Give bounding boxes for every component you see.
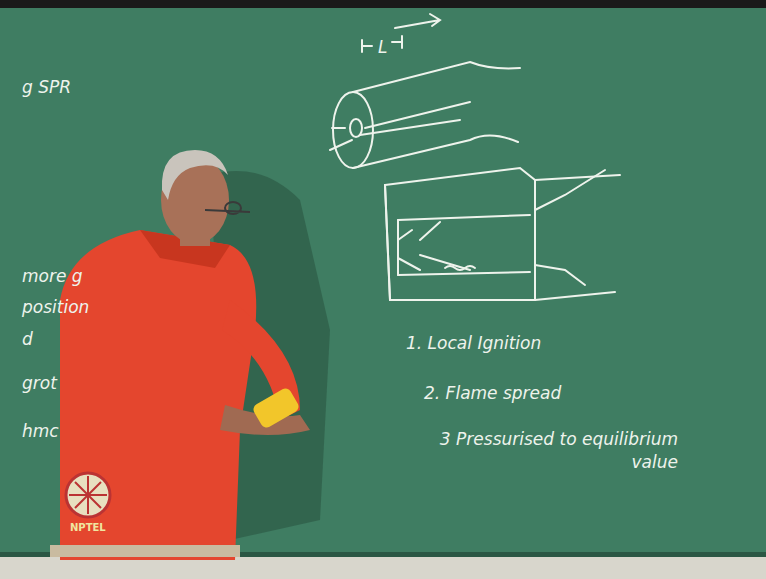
step-text: 2. Flame spread bbox=[424, 382, 561, 405]
motor-sketch bbox=[330, 14, 620, 300]
board-note: hmc bbox=[22, 420, 59, 443]
step-text: 3 Pressurised to equilibrium value bbox=[428, 428, 678, 474]
dimension-label: L bbox=[378, 36, 387, 59]
board-note: d bbox=[22, 328, 33, 351]
board-note: more g bbox=[22, 265, 83, 288]
watermark: NPTEL bbox=[70, 522, 106, 533]
board-note: g SPR bbox=[22, 76, 71, 99]
lecturer bbox=[50, 150, 310, 560]
board-note: grot bbox=[22, 372, 57, 395]
step-text: 1. Local Ignition bbox=[406, 332, 541, 355]
board-top bbox=[0, 0, 766, 8]
board-note: position bbox=[22, 296, 89, 319]
